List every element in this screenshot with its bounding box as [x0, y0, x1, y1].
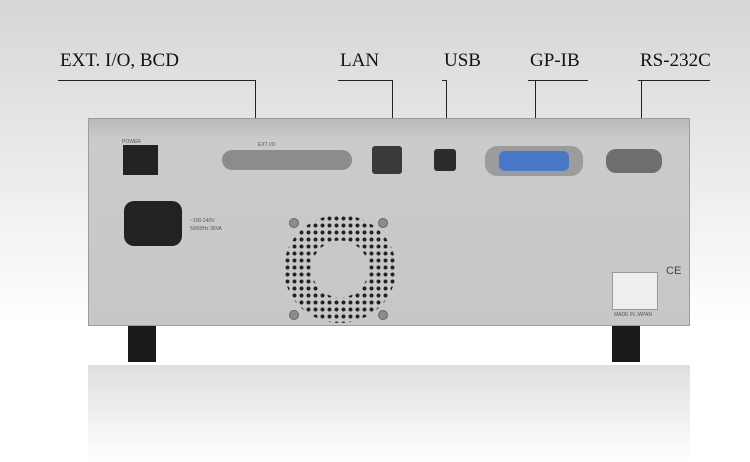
gpib-connector[interactable]: [485, 146, 583, 176]
leader-line: [58, 80, 256, 81]
leader-line: [638, 80, 710, 81]
leader-line: [338, 80, 393, 81]
screw: [378, 310, 388, 320]
foot: [612, 326, 640, 362]
power-rating: ~100-240V: [190, 218, 215, 224]
screw: [289, 310, 299, 320]
leader-line: [442, 80, 447, 81]
lan-port[interactable]: [372, 146, 402, 174]
label-lan: LAN: [340, 50, 380, 71]
label-rs232c: RS-232C: [640, 50, 711, 71]
label-usb: USB: [444, 50, 481, 71]
power-rating: 50/60Hz 30VA: [190, 226, 222, 232]
leader-line: [641, 80, 642, 142]
rs232c-connector[interactable]: [606, 149, 662, 173]
screw: [378, 218, 388, 228]
ac-inlet[interactable]: [124, 201, 182, 246]
label-gpib: GP-IB: [530, 50, 580, 71]
ext-io-connector[interactable]: [222, 150, 352, 170]
leader-line: [446, 80, 447, 148]
leader-line: [528, 80, 588, 81]
leader-line: [392, 80, 393, 148]
power-label: POWER: [122, 139, 141, 145]
fan-grille: [284, 215, 396, 323]
reflection: [88, 365, 690, 462]
leader-line: [255, 80, 256, 146]
ce-mark: CE: [666, 265, 682, 277]
foot: [128, 326, 156, 362]
ext-io-label: EXT I/O: [258, 142, 276, 148]
power-switch[interactable]: [123, 145, 158, 175]
screw: [289, 218, 299, 228]
made-in-label: MADE IN JAPAN: [614, 312, 652, 318]
rating-label: [612, 272, 658, 310]
label-ext-io-bcd: EXT. I/O, BCD: [60, 50, 179, 71]
usb-port[interactable]: [434, 149, 456, 171]
leader-line: [535, 80, 536, 142]
